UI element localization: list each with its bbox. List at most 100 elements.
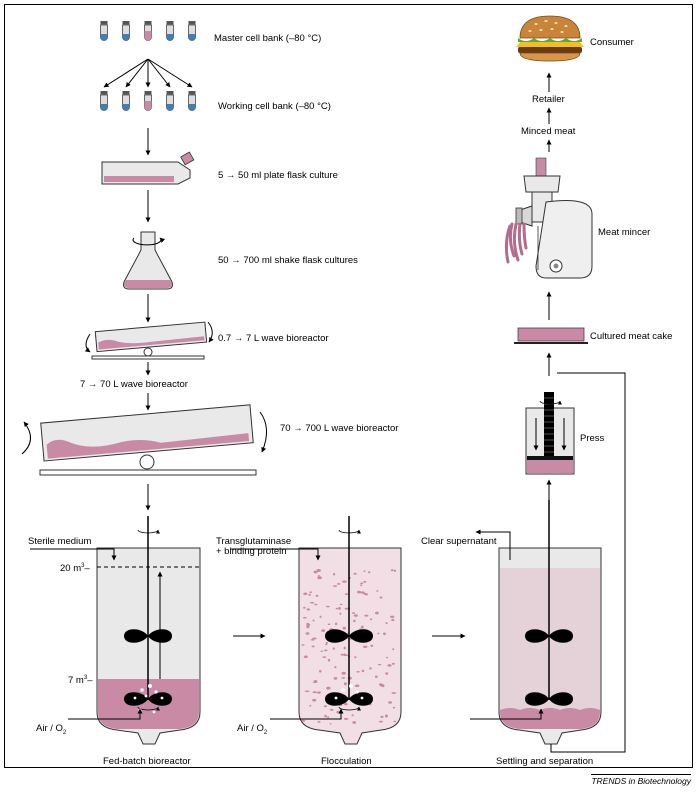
floc-particle	[301, 719, 306, 722]
floc-particle	[302, 616, 307, 619]
floc-particle	[391, 662, 395, 665]
floc-particle	[342, 580, 347, 583]
floc-particle	[309, 591, 312, 594]
master-cell-bank-tubes	[100, 20, 196, 41]
level-7-label: 7 m3–	[68, 675, 93, 686]
floc-particle	[311, 645, 315, 648]
floc-particle	[385, 622, 388, 624]
floc-particle	[304, 690, 310, 693]
floc-particle	[384, 714, 388, 718]
floc-particle	[301, 644, 305, 646]
flocculation-label: Flocculation	[321, 756, 372, 767]
floc-particle	[335, 607, 339, 610]
meat-mincer-icon	[504, 157, 593, 279]
floc-particle	[317, 691, 321, 694]
level-20-label: 20 m3–	[60, 563, 90, 574]
floc-particle	[319, 615, 322, 618]
floc-particle	[310, 639, 315, 641]
floc-particle	[325, 641, 328, 645]
fed-batch-bioreactor	[30, 516, 201, 745]
floc-particle	[356, 671, 360, 673]
floc-particle	[377, 632, 380, 635]
floc-particle	[315, 594, 319, 597]
small-wave-label: 0.7 → 7 L wave bioreactor	[218, 333, 329, 344]
transglutaminase-label: Transglutaminase	[216, 536, 291, 547]
floc-particle	[326, 686, 331, 690]
master-cell-bank-label: Master cell bank (–80 °C)	[214, 33, 321, 44]
floc-particle	[362, 645, 368, 648]
floc-particle	[309, 704, 312, 707]
floc-particle	[343, 717, 349, 720]
floc-particle	[352, 612, 355, 614]
floc-particle	[352, 721, 357, 724]
floc-particle	[363, 580, 367, 583]
floc-particle	[303, 655, 308, 659]
floc-particle	[343, 682, 347, 686]
floc-particle	[306, 622, 310, 626]
floc-particle	[380, 715, 384, 719]
floc-particle	[329, 708, 334, 711]
floc-particle	[303, 606, 306, 609]
floc-particle	[344, 607, 349, 610]
floc-particle	[354, 656, 357, 659]
settling-bioreactor	[470, 372, 626, 753]
floc-particle	[333, 677, 338, 680]
floc-particle	[341, 671, 347, 675]
floc-particle	[303, 592, 308, 596]
floc-particle	[306, 625, 310, 629]
floc-particle	[333, 572, 336, 576]
floc-particle	[391, 618, 395, 622]
floc-particle	[325, 643, 328, 646]
floc-particle	[327, 623, 331, 626]
large-wave-label: 70 → 700 L wave bioreactor	[280, 423, 398, 434]
floc-particle	[312, 637, 317, 640]
floc-particle	[306, 608, 310, 611]
floc-particle	[369, 667, 372, 670]
settling-label: Settling and separation	[496, 756, 593, 767]
floc-particle	[353, 619, 356, 623]
floc-particle	[340, 653, 345, 656]
floc-particle	[376, 590, 379, 592]
floc-particle	[344, 593, 349, 595]
floc-particle	[385, 672, 389, 675]
fed-batch-label: Fed-batch bioreactor	[103, 756, 191, 767]
floc-particle	[353, 614, 358, 617]
floc-particle	[360, 584, 363, 587]
shake-flask-icon	[123, 231, 173, 290]
floc-particle	[385, 656, 389, 659]
floc-particle	[337, 583, 341, 585]
floc-particle	[351, 714, 354, 717]
floc-particle	[360, 591, 365, 594]
floc-particle	[357, 590, 361, 594]
floc-particle	[324, 649, 328, 652]
floc-particle	[392, 706, 396, 709]
floc-particle	[317, 720, 321, 723]
binding-protein-label: + binding protein	[216, 546, 287, 557]
floc-particle	[375, 675, 378, 678]
floc-particle	[317, 575, 320, 577]
large-wave-bioreactor-icon	[21, 404, 267, 476]
floc-particle	[339, 603, 343, 606]
press-icon	[525, 392, 575, 475]
floc-particle	[387, 664, 392, 667]
floc-particle	[319, 670, 322, 673]
floc-particle	[339, 612, 342, 615]
floc-particle	[353, 572, 357, 575]
press-label: Press	[580, 433, 605, 444]
floc-particle	[363, 570, 366, 572]
air-o2-label-2: Air / O2	[237, 723, 268, 736]
floc-particle	[390, 615, 395, 618]
small-wave-bioreactor-icon	[84, 321, 214, 360]
floc-particle	[391, 692, 397, 694]
floc-particle	[321, 629, 326, 632]
medium-wave-label: 7 → 70 L wave bioreactor	[80, 379, 188, 390]
floc-particle	[323, 705, 328, 708]
floc-particle	[316, 569, 321, 572]
floc-particle	[354, 684, 360, 688]
floc-particle	[379, 596, 383, 599]
floc-particle	[308, 593, 311, 597]
floc-particle	[333, 585, 337, 587]
floc-particle	[392, 648, 395, 651]
floc-particle	[317, 576, 322, 580]
